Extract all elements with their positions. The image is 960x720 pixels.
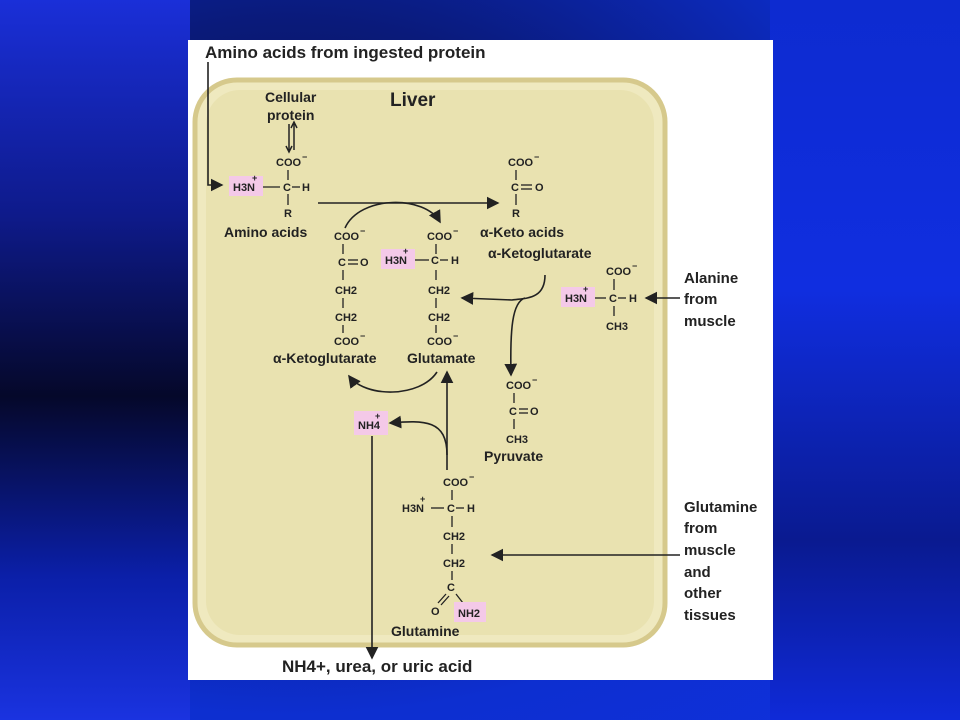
gln-nh2: NH2: [458, 608, 480, 620]
akg-o: O: [360, 257, 369, 269]
glu-h3n: H3N: [385, 255, 407, 267]
glu-coo: COO: [427, 231, 453, 243]
svg-text:+: +: [583, 284, 588, 294]
glu-coo-2: COO: [427, 336, 453, 348]
glu-c: C: [431, 255, 439, 267]
liver-label: Liver: [390, 90, 436, 111]
svg-text:−: −: [453, 331, 458, 341]
h3n-highlight-ala: [561, 287, 595, 307]
gln-h3n: H3N: [402, 503, 424, 515]
title-ingested-protein: Amino acids from ingested protein: [205, 43, 486, 62]
nh4-highlight: [354, 411, 388, 435]
h3n-highlight-aa: [229, 176, 263, 196]
glutamine-label: Glutamine: [391, 623, 460, 639]
glutamine-source-5: other: [684, 585, 722, 602]
ala-ch3: CH3: [606, 321, 628, 333]
protein-label: protein: [267, 107, 314, 123]
gln-ch2-b: CH2: [443, 558, 465, 570]
alanine-source-2: from: [684, 291, 717, 308]
alanine-source-1: Alanine: [684, 270, 738, 287]
svg-text:+: +: [375, 411, 380, 421]
background-right: [770, 0, 960, 720]
bottom-output-label: NH4+, urea, or uric acid: [282, 657, 472, 676]
akg-label-top: α-Ketoglutarate: [488, 245, 592, 261]
gln-c2: C: [447, 582, 455, 594]
keto-coo: COO: [508, 157, 534, 169]
svg-text:−: −: [453, 226, 458, 236]
aa-r: R: [284, 208, 292, 220]
nh2-highlight: [454, 602, 486, 622]
gln-coo: COO: [443, 477, 469, 489]
pyr-coo: COO: [506, 380, 532, 392]
amino-acids-label: Amino acids: [224, 224, 307, 240]
aa-c: C: [283, 182, 291, 194]
pyr-ch3: CH3: [506, 434, 528, 446]
glutamine-source-3: muscle: [684, 542, 736, 559]
svg-text:+: +: [252, 173, 257, 183]
svg-text:−: −: [469, 472, 474, 482]
liver-cell-inner: [206, 90, 654, 635]
gln-h: H: [467, 503, 475, 515]
aa-coo: COO: [276, 157, 302, 169]
top-cycle-arrow: [344, 201, 441, 229]
akg-coo-2: COO: [334, 336, 360, 348]
gln-c: C: [447, 503, 455, 515]
bottom-cycle-arrow: [348, 371, 438, 393]
pyr-c: C: [509, 406, 517, 418]
pyr-o: O: [530, 406, 539, 418]
svg-text:−: −: [632, 261, 637, 271]
glu-h: H: [451, 255, 459, 267]
pyruvate-label: Pyruvate: [484, 448, 543, 464]
gln-o: O: [431, 606, 440, 618]
akg-c: C: [338, 257, 346, 269]
ingested-arrow: [207, 62, 224, 192]
cellular-label: Cellular: [265, 89, 317, 105]
akg-ch2-a: CH2: [335, 285, 357, 297]
keto-c: C: [511, 182, 519, 194]
svg-text:−: −: [360, 226, 365, 236]
svg-text:−: −: [360, 331, 365, 341]
keto-o: O: [535, 182, 544, 194]
aa-h: H: [302, 182, 310, 194]
svg-text:+: +: [420, 494, 425, 504]
amino-group-arrow: [460, 274, 546, 305]
akg-ch2-b: CH2: [335, 312, 357, 324]
gln-ch2-a: CH2: [443, 531, 465, 543]
nh4-release-arrow: [388, 415, 448, 456]
svg-text:+: +: [403, 246, 408, 256]
glutamine-source-2: from: [684, 520, 717, 537]
glutamate-label: Glutamate: [407, 350, 476, 366]
h3n-highlight-glu: [381, 249, 415, 269]
aa-h3n: H3N: [233, 182, 255, 194]
svg-text:−: −: [532, 375, 537, 385]
ala-h: H: [629, 293, 637, 305]
glutamine-source-1: Glutamine: [684, 499, 757, 516]
glutamine-source-6: tissues: [684, 607, 736, 624]
ala-h3n: H3N: [565, 293, 587, 305]
svg-text:−: −: [302, 152, 307, 162]
svg-text:−: −: [534, 152, 539, 162]
background-left: [0, 0, 190, 720]
glu-ch2-a: CH2: [428, 285, 450, 297]
nh4-label: NH4: [358, 420, 381, 432]
ala-coo: COO: [606, 266, 632, 278]
keto-acids-label: α-Keto acids: [480, 224, 564, 240]
glutamine-source-4: and: [684, 564, 711, 581]
akg-label-left: α-Ketoglutarate: [273, 350, 377, 366]
akg-coo: COO: [334, 231, 360, 243]
keto-r: R: [512, 208, 520, 220]
ala-c: C: [609, 293, 617, 305]
glu-ch2-b: CH2: [428, 312, 450, 324]
alanine-source-3: muscle: [684, 313, 736, 330]
pyruvate-arrow: [504, 297, 526, 377]
